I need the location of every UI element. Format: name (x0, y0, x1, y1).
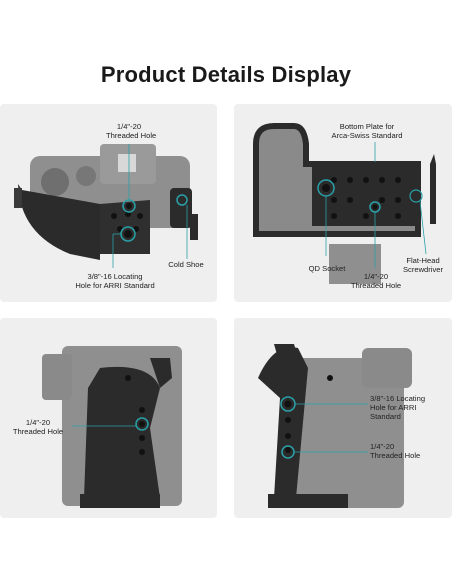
top-view-illustration (14, 144, 198, 268)
left-side-illustration (42, 346, 182, 508)
page-title: Product Details Display (100, 62, 352, 87)
callout-qd-socket: QD Socket (308, 264, 346, 273)
bottom-view-illustration (253, 123, 436, 284)
callout-cold-shoe: Cold Shoe (168, 260, 204, 269)
right-side-illustration (258, 344, 412, 508)
